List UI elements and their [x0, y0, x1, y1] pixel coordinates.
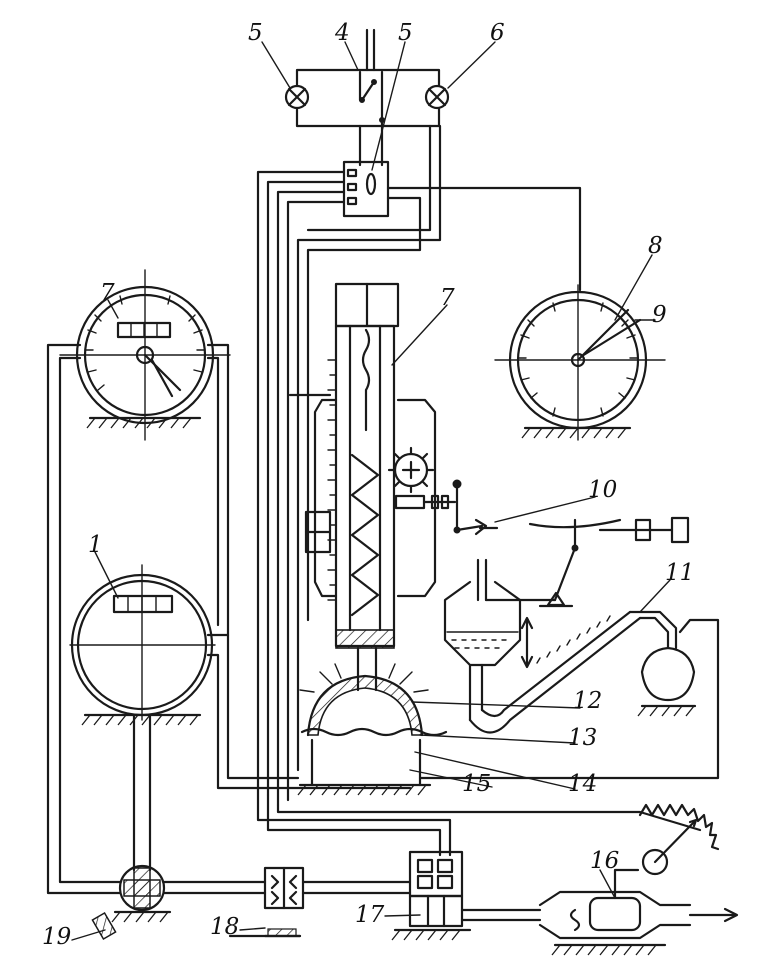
- coupling-18: [228, 866, 412, 938]
- sample-flask: [418, 610, 720, 780]
- label-5-left: 5: [248, 20, 263, 46]
- valve-handle-icon: [91, 911, 117, 941]
- left-pipe-loop: [46, 343, 412, 895]
- central-column: [288, 282, 437, 692]
- label-18: 18: [210, 914, 239, 940]
- speed-indicator: [494, 284, 666, 441]
- top-switch-circuit: [295, 28, 441, 167]
- label-14: 14: [568, 771, 597, 797]
- label-5-right: 5: [398, 20, 413, 46]
- label-19: 19: [42, 924, 71, 950]
- label-leaders: [71, 41, 671, 941]
- float-chamber: [443, 558, 642, 734]
- label-11: 11: [665, 560, 694, 586]
- label-7-meter: 7: [100, 280, 115, 306]
- exhaust-unit-16: [538, 868, 739, 956]
- label-13: 13: [568, 725, 597, 751]
- gear-icon: [387, 446, 457, 510]
- label-7-column: 7: [440, 285, 455, 311]
- indicator-lamp-right-icon: [424, 84, 450, 110]
- signal-wires: [256, 124, 702, 857]
- flow-meter-bottom: [69, 564, 216, 726]
- label-16: 16: [590, 848, 619, 874]
- label-6: 6: [490, 20, 505, 46]
- label-4: 4: [334, 20, 350, 46]
- indicator-lamp-left-icon: [284, 84, 310, 110]
- pivot-linkage: [528, 516, 690, 608]
- label-10: 10: [588, 477, 617, 503]
- lever-arm: [452, 479, 499, 536]
- relay-box: [342, 160, 390, 218]
- label-17: 17: [355, 902, 385, 928]
- three-way-valve: [111, 864, 267, 923]
- label-15: 15: [462, 771, 491, 797]
- label-1: 1: [88, 532, 103, 558]
- label-9: 9: [652, 302, 667, 328]
- control-unit-17: [391, 850, 542, 941]
- label-12: 12: [573, 688, 602, 714]
- diaphragm-chamber: [297, 663, 448, 796]
- flow-meter-top: [59, 269, 231, 441]
- exhaust-gauge-icon: [638, 803, 720, 876]
- label-8: 8: [648, 233, 663, 259]
